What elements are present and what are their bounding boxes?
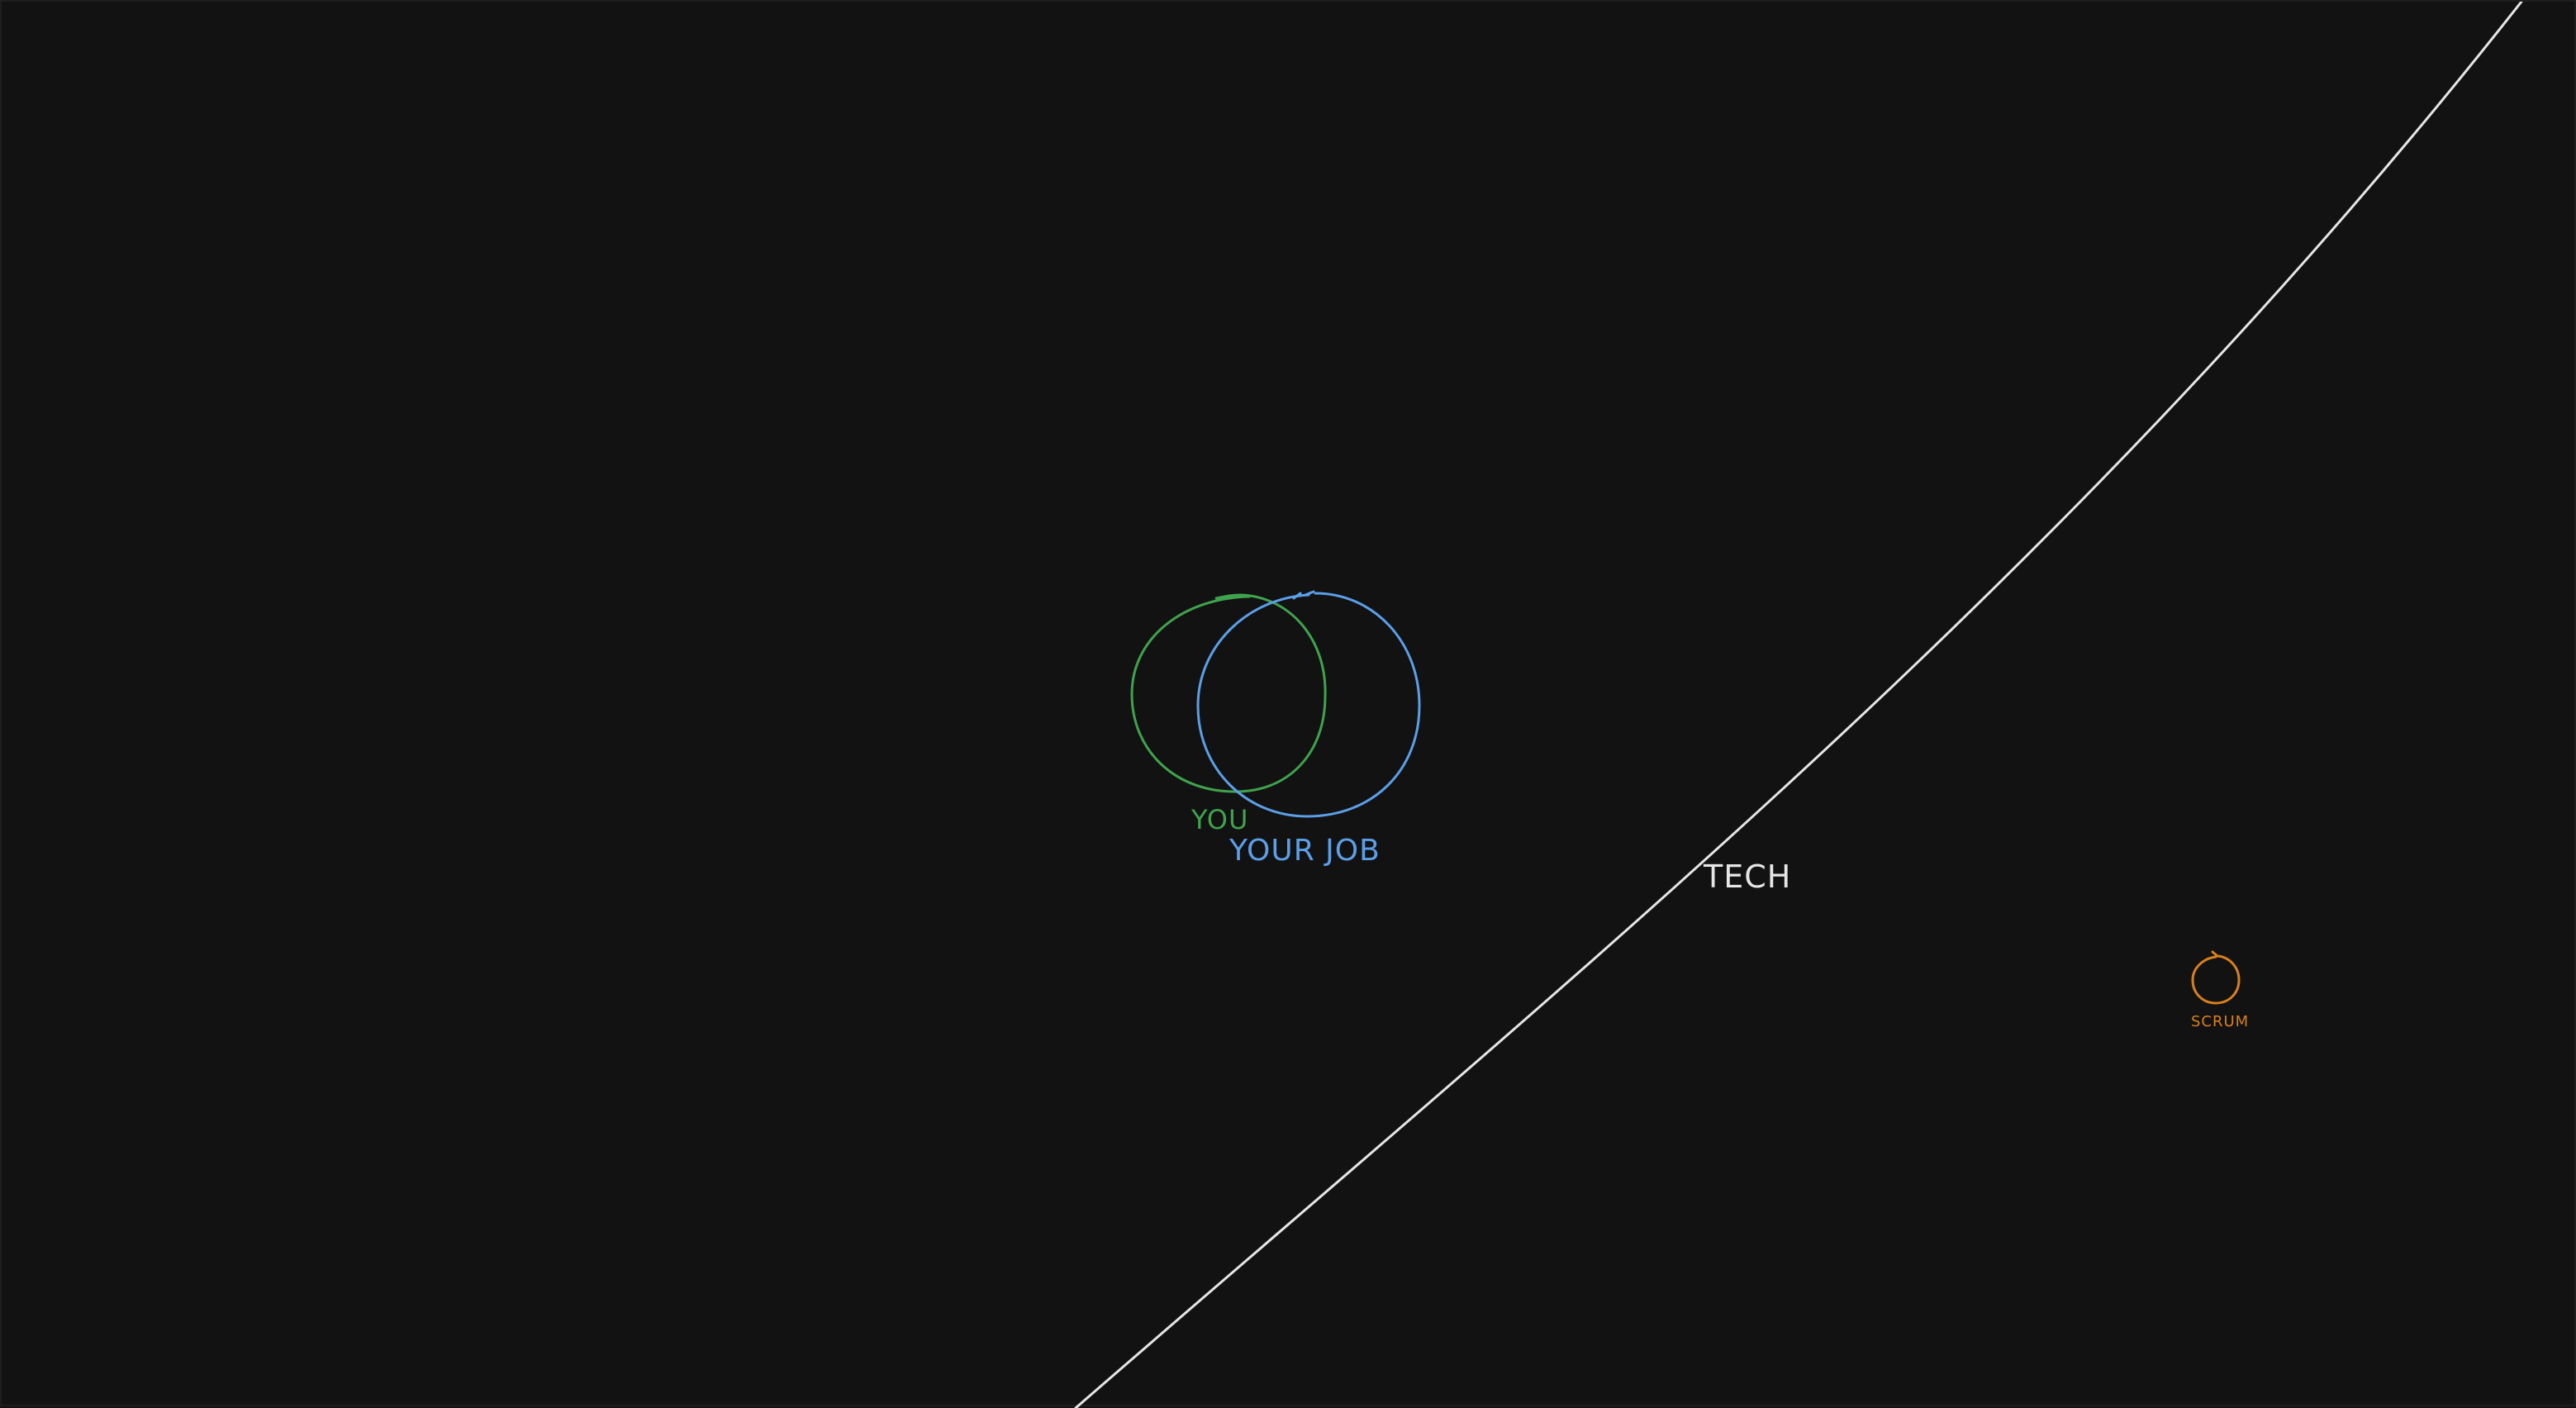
you-label: YOU	[1191, 804, 1249, 835]
scrum-label: SCRUM	[2191, 1013, 2250, 1030]
your-job-label: YOUR JOB	[1229, 834, 1381, 868]
tech-label: TECH	[1704, 859, 1792, 895]
scrum-circle[interactable]	[2191, 950, 2241, 1005]
your-job-circle[interactable]	[1196, 590, 1421, 818]
tech-boundary-curve[interactable]	[1074, 2, 2523, 1408]
you-circle[interactable]	[1130, 593, 1327, 793]
